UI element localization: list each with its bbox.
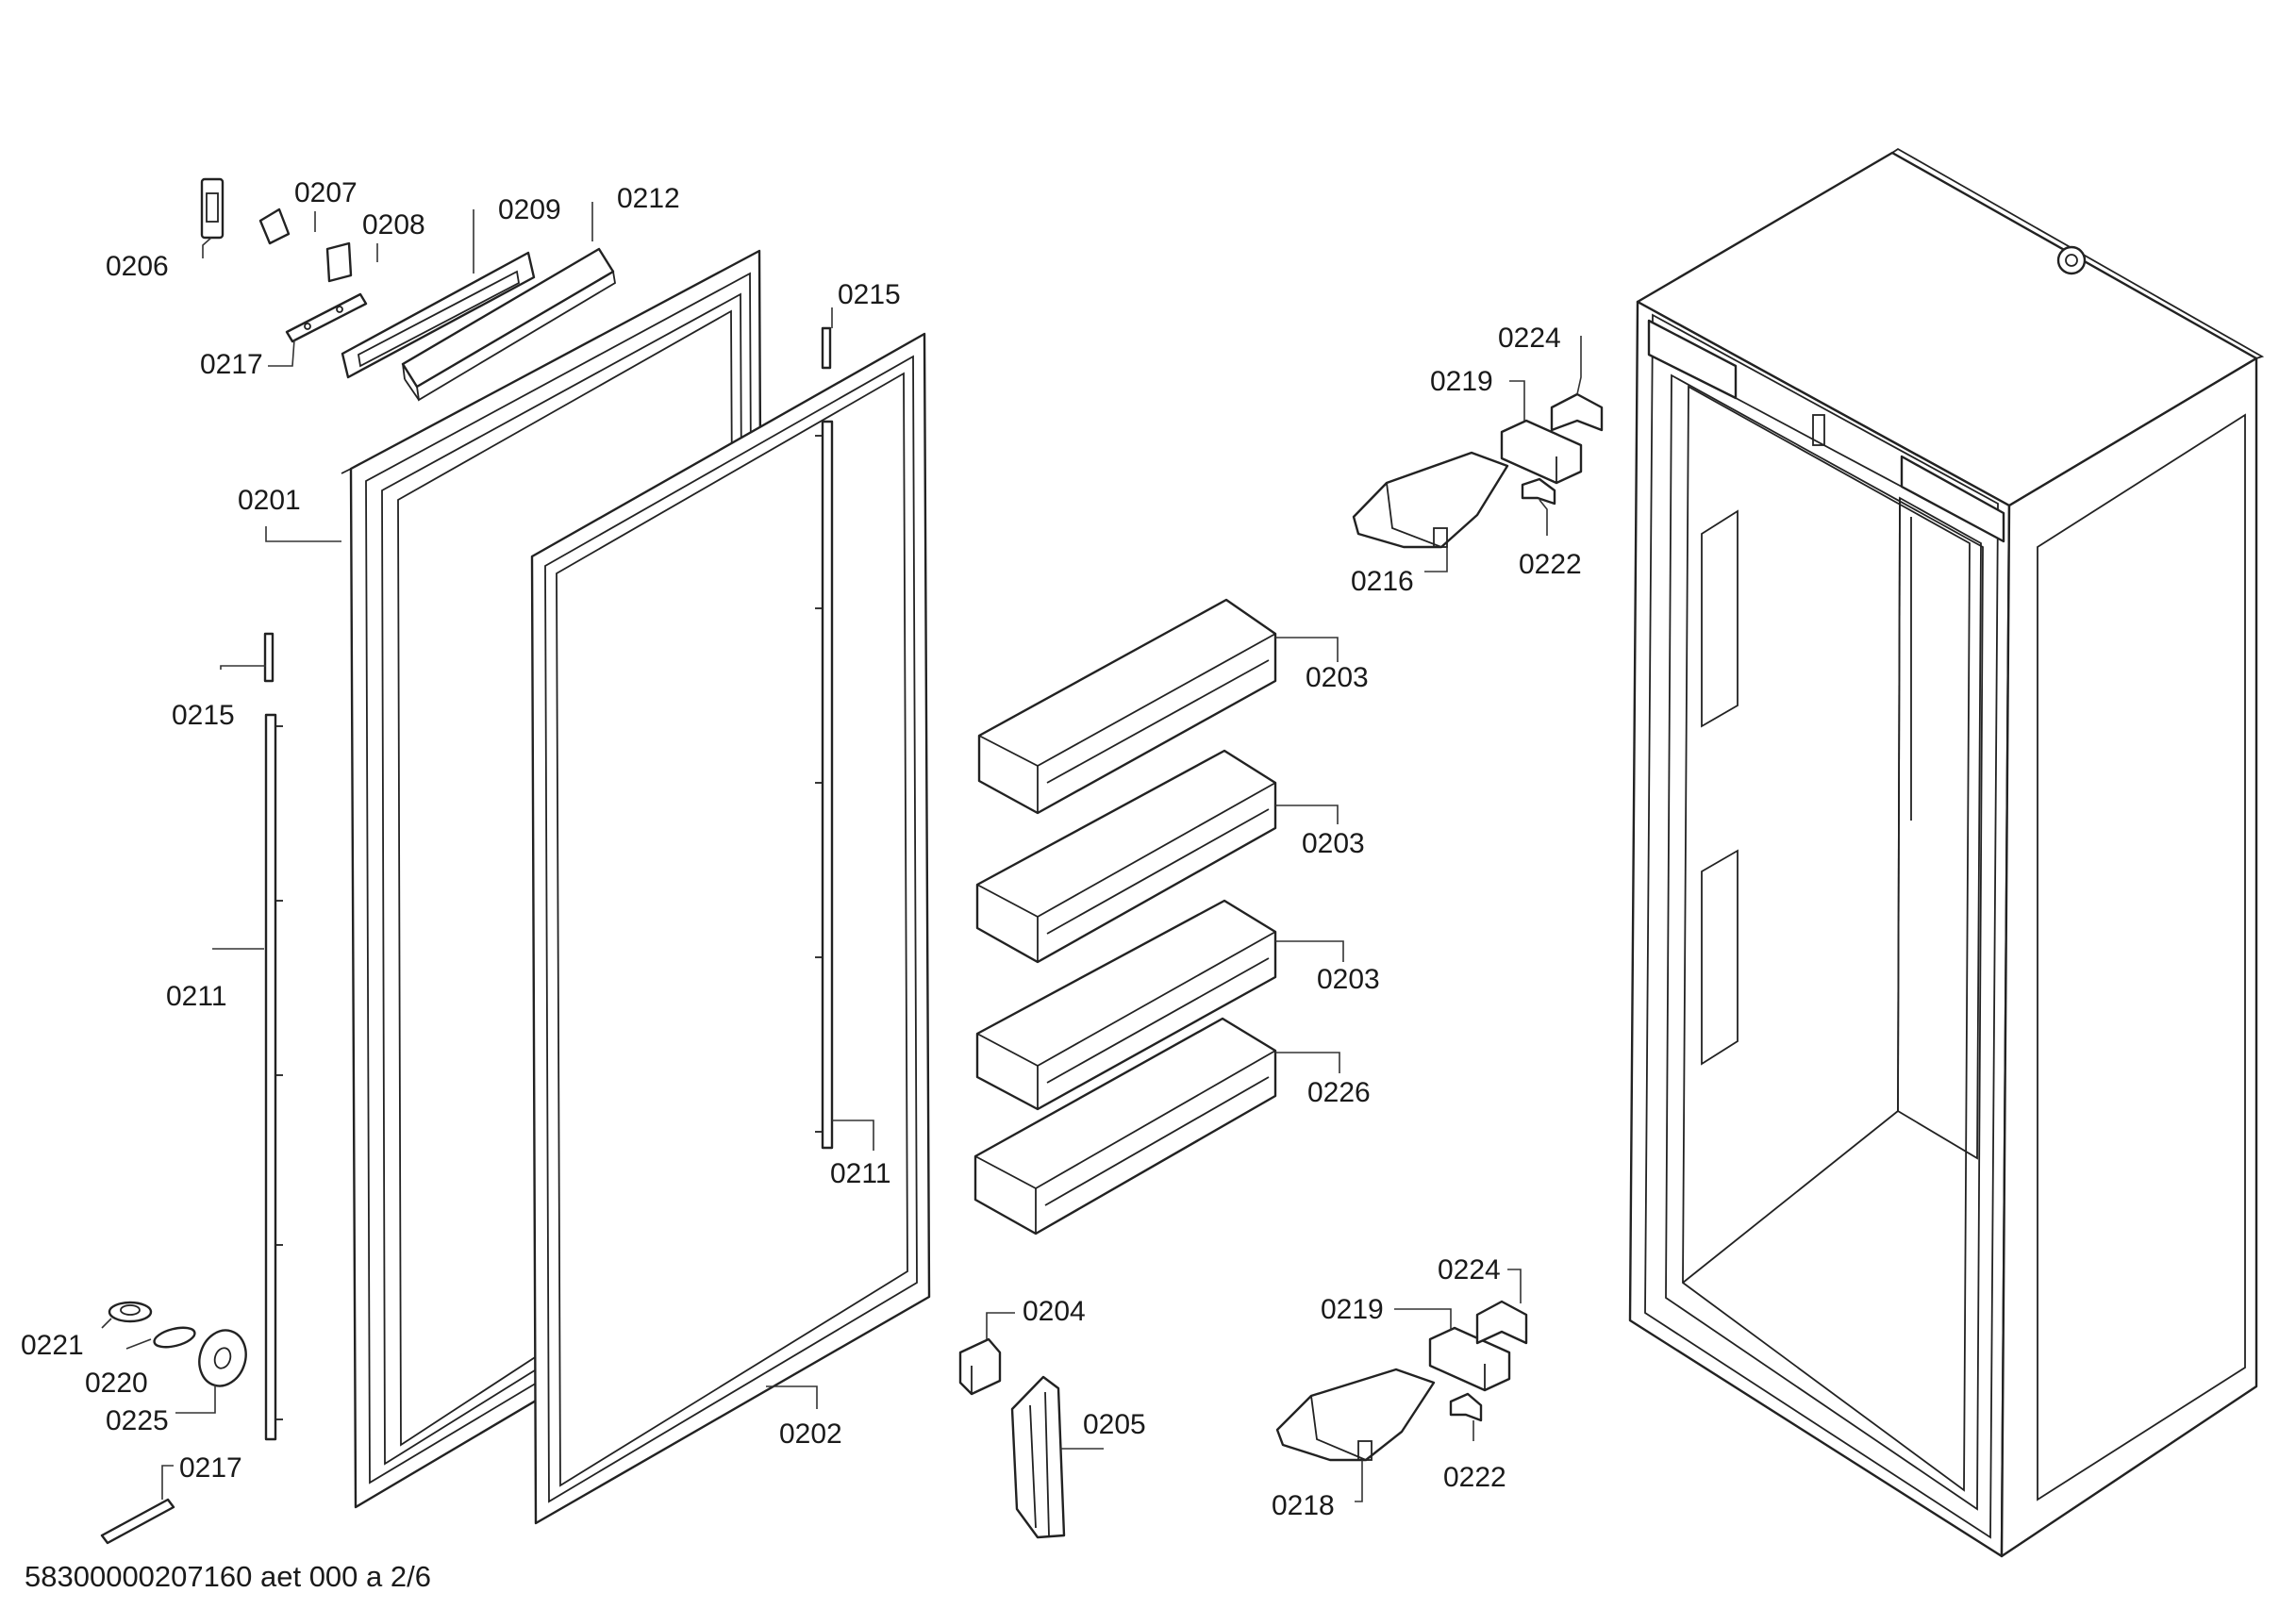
cover-0207[interactable]: [258, 207, 291, 245]
label-0203-1[interactable]: 0203: [1306, 662, 1369, 693]
pin-0217-bottom[interactable]: [100, 1498, 175, 1545]
clip-0215-right[interactable]: [821, 326, 832, 370]
label-0211-left[interactable]: 0211: [166, 981, 227, 1012]
label-0205[interactable]: 0205: [1083, 1409, 1146, 1440]
label-0226[interactable]: 0226: [1307, 1077, 1371, 1108]
bracket-0224-bottom[interactable]: [1475, 1300, 1528, 1345]
part-labels: 0206 0207 0208 0209 0212 0217 0215 0201 …: [21, 177, 1582, 1521]
label-0216[interactable]: 0216: [1351, 566, 1414, 597]
label-0225[interactable]: 0225: [106, 1405, 169, 1436]
door-shelf-0203-3[interactable]: [975, 899, 1277, 1111]
hinge-profile-0205[interactable]: [1010, 1375, 1066, 1539]
cover-0222-bottom[interactable]: [1449, 1392, 1483, 1422]
cover-strip-0212[interactable]: [401, 247, 616, 402]
fridge-cabinet[interactable]: [1628, 147, 2265, 1558]
label-0204[interactable]: 0204: [1023, 1296, 1086, 1327]
label-0208[interactable]: 0208: [362, 209, 425, 241]
door-shelf-0203-1[interactable]: [977, 598, 1277, 815]
label-0209[interactable]: 0209: [498, 194, 561, 225]
label-0222-top[interactable]: 0222: [1519, 549, 1582, 580]
bracket-0204[interactable]: [958, 1337, 1002, 1396]
hinge-plate-0209[interactable]: [341, 251, 536, 379]
bracket-0217-top[interactable]: [285, 292, 368, 343]
washer-0225[interactable]: [192, 1324, 253, 1392]
label-0207[interactable]: 0207: [294, 177, 358, 208]
document-id: 58300000207160 aet 000 a 2/6: [25, 1560, 431, 1593]
cap-0221[interactable]: [108, 1301, 153, 1323]
label-0222-bottom[interactable]: 0222: [1443, 1462, 1506, 1493]
bracket-0224-top[interactable]: [1550, 392, 1604, 432]
label-0215-left[interactable]: 0215: [172, 700, 235, 731]
door-shelf-0203-2[interactable]: [975, 749, 1277, 964]
handle-strip-0211-left[interactable]: [264, 713, 283, 1441]
label-0201[interactable]: 0201: [238, 485, 301, 516]
hinge-block-0206[interactable]: [200, 177, 225, 240]
leader-lines: [101, 202, 1582, 1502]
label-0220[interactable]: 0220: [85, 1368, 148, 1399]
label-0219-bottom[interactable]: 0219: [1321, 1294, 1384, 1325]
hinge-plate-0219-top[interactable]: [1500, 419, 1583, 485]
label-0221[interactable]: 0221: [21, 1330, 84, 1361]
door-shelf-0226[interactable]: [973, 1017, 1277, 1236]
label-0219-top[interactable]: 0219: [1430, 366, 1493, 397]
label-0224-bottom[interactable]: 0224: [1438, 1254, 1501, 1286]
handle-strip-0211-right[interactable]: [815, 420, 834, 1150]
hinge-plate-0219-bottom[interactable]: [1428, 1326, 1511, 1392]
label-0212[interactable]: 0212: [617, 183, 680, 214]
label-0202[interactable]: 0202: [779, 1418, 842, 1450]
cover-0208[interactable]: [325, 241, 353, 283]
label-0203-3[interactable]: 0203: [1317, 964, 1380, 995]
cover-0222-top[interactable]: [1521, 477, 1556, 506]
label-0217-bottom[interactable]: 0217: [179, 1452, 242, 1484]
label-0206[interactable]: 0206: [106, 251, 169, 282]
seal-0220[interactable]: [152, 1324, 196, 1351]
hinge-0218[interactable]: [1275, 1368, 1436, 1462]
label-0224-top[interactable]: 0224: [1498, 323, 1561, 354]
label-0215-right[interactable]: 0215: [838, 279, 901, 310]
label-0217-top[interactable]: 0217: [200, 349, 263, 380]
hinge-0216[interactable]: [1352, 451, 1509, 549]
label-0218[interactable]: 0218: [1272, 1490, 1335, 1521]
label-0211-right[interactable]: 0211: [830, 1158, 891, 1189]
label-0203-2[interactable]: 0203: [1302, 828, 1365, 859]
clip-0215-left[interactable]: [263, 632, 275, 683]
